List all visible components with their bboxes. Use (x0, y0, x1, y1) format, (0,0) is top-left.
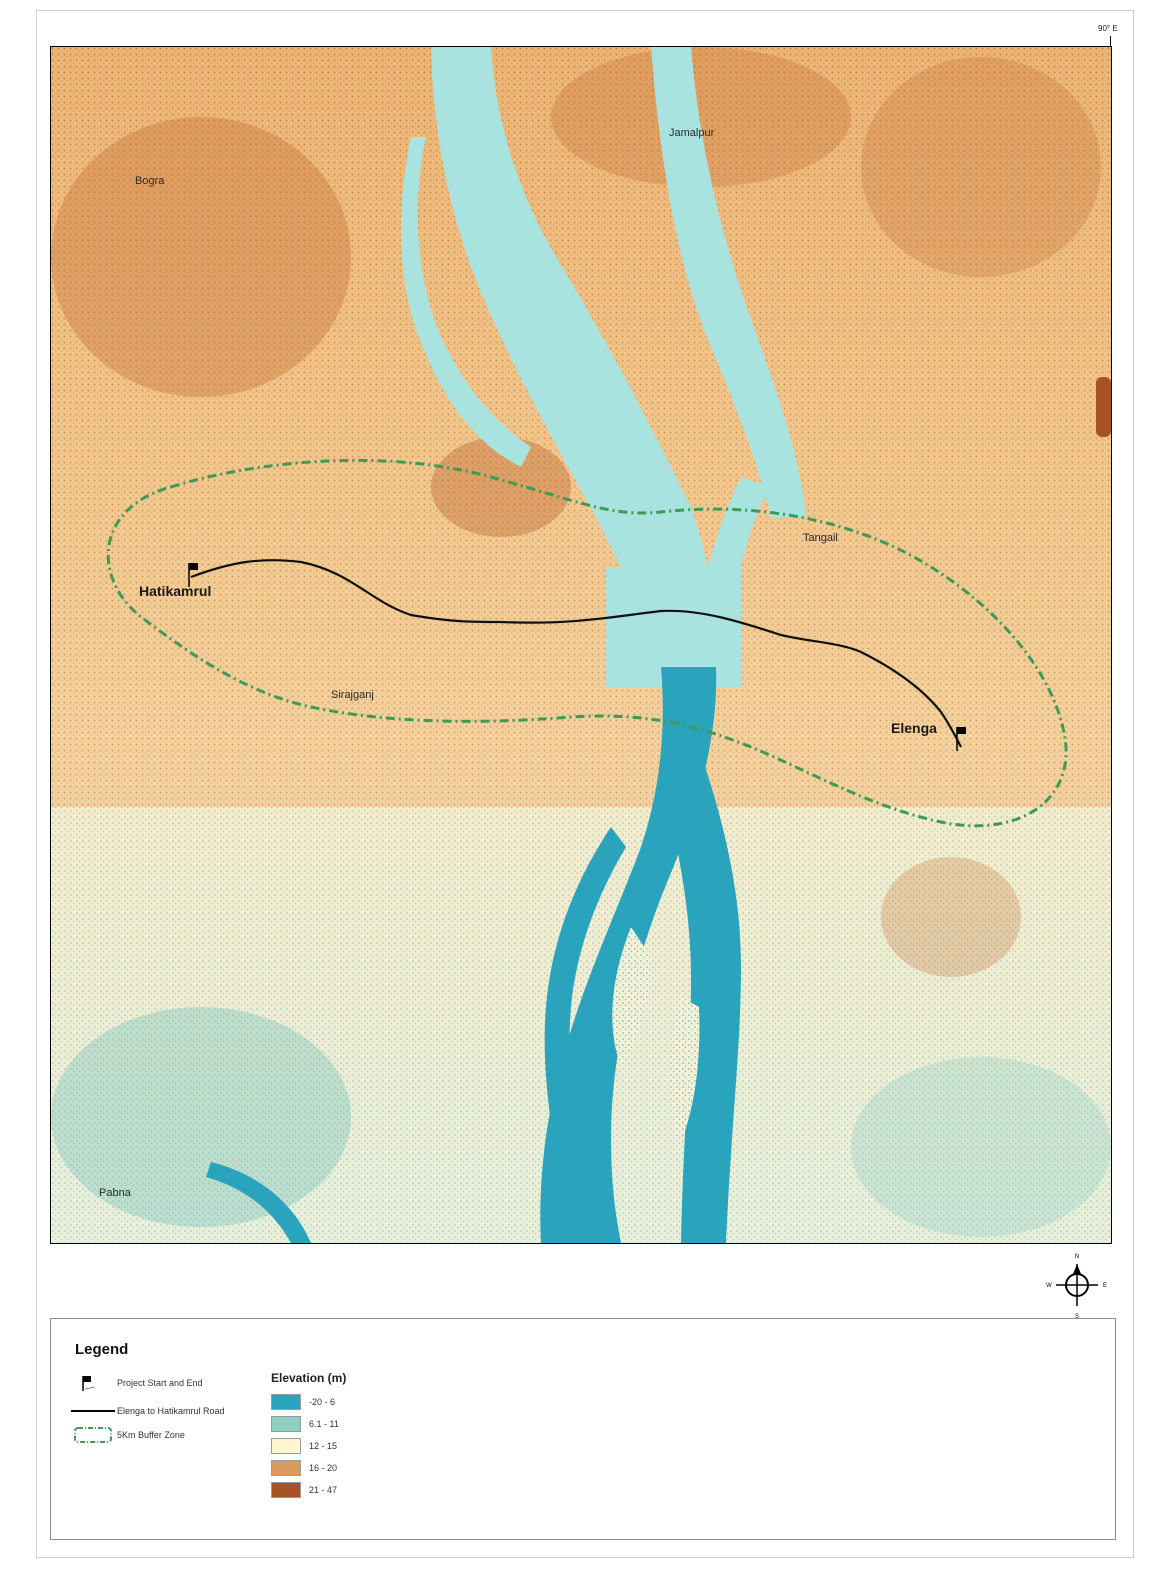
high-ground-northeast (861, 57, 1101, 277)
river-lower-island-a (612, 927, 651, 1067)
elevation-class: 21 - 47 (271, 1481, 337, 1499)
elevation-label: 6.1 - 11 (309, 1419, 339, 1429)
buffer-zone-icon (69, 1425, 117, 1445)
river-lower-island-b (669, 997, 700, 1147)
legend: Legend Project Start and End Elenga to H… (50, 1318, 1116, 1540)
elevation-swatch (271, 1416, 301, 1432)
south-label: S (1075, 1314, 1079, 1320)
north-arrow-icon: N S E W (1046, 1254, 1107, 1320)
north-label: N (1075, 1254, 1079, 1260)
elevation-class: 16 - 20 (271, 1459, 337, 1477)
low-ground-southwest (51, 1007, 351, 1227)
river-lower-west (544, 827, 626, 1187)
place-label-bogra: Bogra (135, 175, 165, 187)
high-ground-edge (1096, 377, 1111, 437)
west-label: W (1046, 1283, 1052, 1289)
endpoint-label-elenga: Elenga (891, 720, 937, 736)
road-line-icon (69, 1401, 117, 1421)
buffer-zone (106, 458, 1068, 828)
river-upper-west-branch (400, 137, 531, 467)
endpoint-label-hatikamrul: Hatikamrul (139, 583, 212, 599)
elevation-swatch (271, 1460, 301, 1476)
legend-label-road: Elenga to Hatikamrul Road (117, 1406, 225, 1416)
river-upper-east-branch (651, 47, 806, 517)
flag-icon-hatikamrul (188, 563, 198, 587)
longitude-tick-label: 90° E (1098, 24, 1118, 33)
elenga-hatikamrul-road (190, 559, 962, 748)
elevation-swatch (271, 1394, 301, 1410)
elevation-label: 16 - 20 (309, 1463, 338, 1473)
place-label-tangail: Tangail (803, 532, 838, 544)
legend-item-project-start-end: Project Start and End (69, 1373, 203, 1393)
page-frame (36, 10, 1134, 1558)
elevation-class: 6.1 - 11 (271, 1415, 339, 1433)
river-southwest-tributary (206, 1162, 311, 1243)
place-label-sirajganj: Sirajganj (331, 689, 374, 701)
place-label-pabna: Pabna (99, 1187, 131, 1199)
map-panel[interactable]: Bogra Jamalpur Tangail Sirajganj Pabna H… (50, 46, 1112, 1244)
legend-item-buffer-zone: 5Km Buffer Zone (69, 1425, 185, 1445)
flag-icon-elenga (956, 727, 966, 751)
high-ground-east (881, 857, 1021, 977)
high-ground-center (431, 437, 571, 537)
elevation-title: Elevation (m) (271, 1371, 347, 1385)
elevation-class: 12 - 15 (271, 1437, 337, 1455)
elevation-label: -20 - 6 (309, 1397, 336, 1407)
elevation-swatch (271, 1482, 301, 1498)
legend-label-project-start-end: Project Start and End (117, 1378, 203, 1388)
elevation-swatch (271, 1438, 301, 1454)
river-lower-east (661, 727, 741, 1243)
legend-title: Legend (75, 1341, 129, 1358)
flag-icon (69, 1373, 117, 1393)
elevation-label: 12 - 15 (309, 1441, 338, 1451)
elevation-class: -20 - 6 (271, 1393, 335, 1411)
low-ground-south-east (851, 1057, 1111, 1237)
high-ground-northwest (51, 117, 351, 397)
legend-item-road: Elenga to Hatikamrul Road (69, 1401, 225, 1421)
place-label-jamalpur: Jamalpur (669, 127, 715, 139)
east-label: E (1103, 1283, 1107, 1289)
elevation-map[interactable] (51, 47, 1111, 1243)
high-ground-north (551, 47, 851, 187)
legend-label-buffer-zone: 5Km Buffer Zone (117, 1430, 185, 1440)
longitude-tick-mark (1110, 36, 1111, 46)
elevation-label: 21 - 47 (309, 1485, 338, 1495)
